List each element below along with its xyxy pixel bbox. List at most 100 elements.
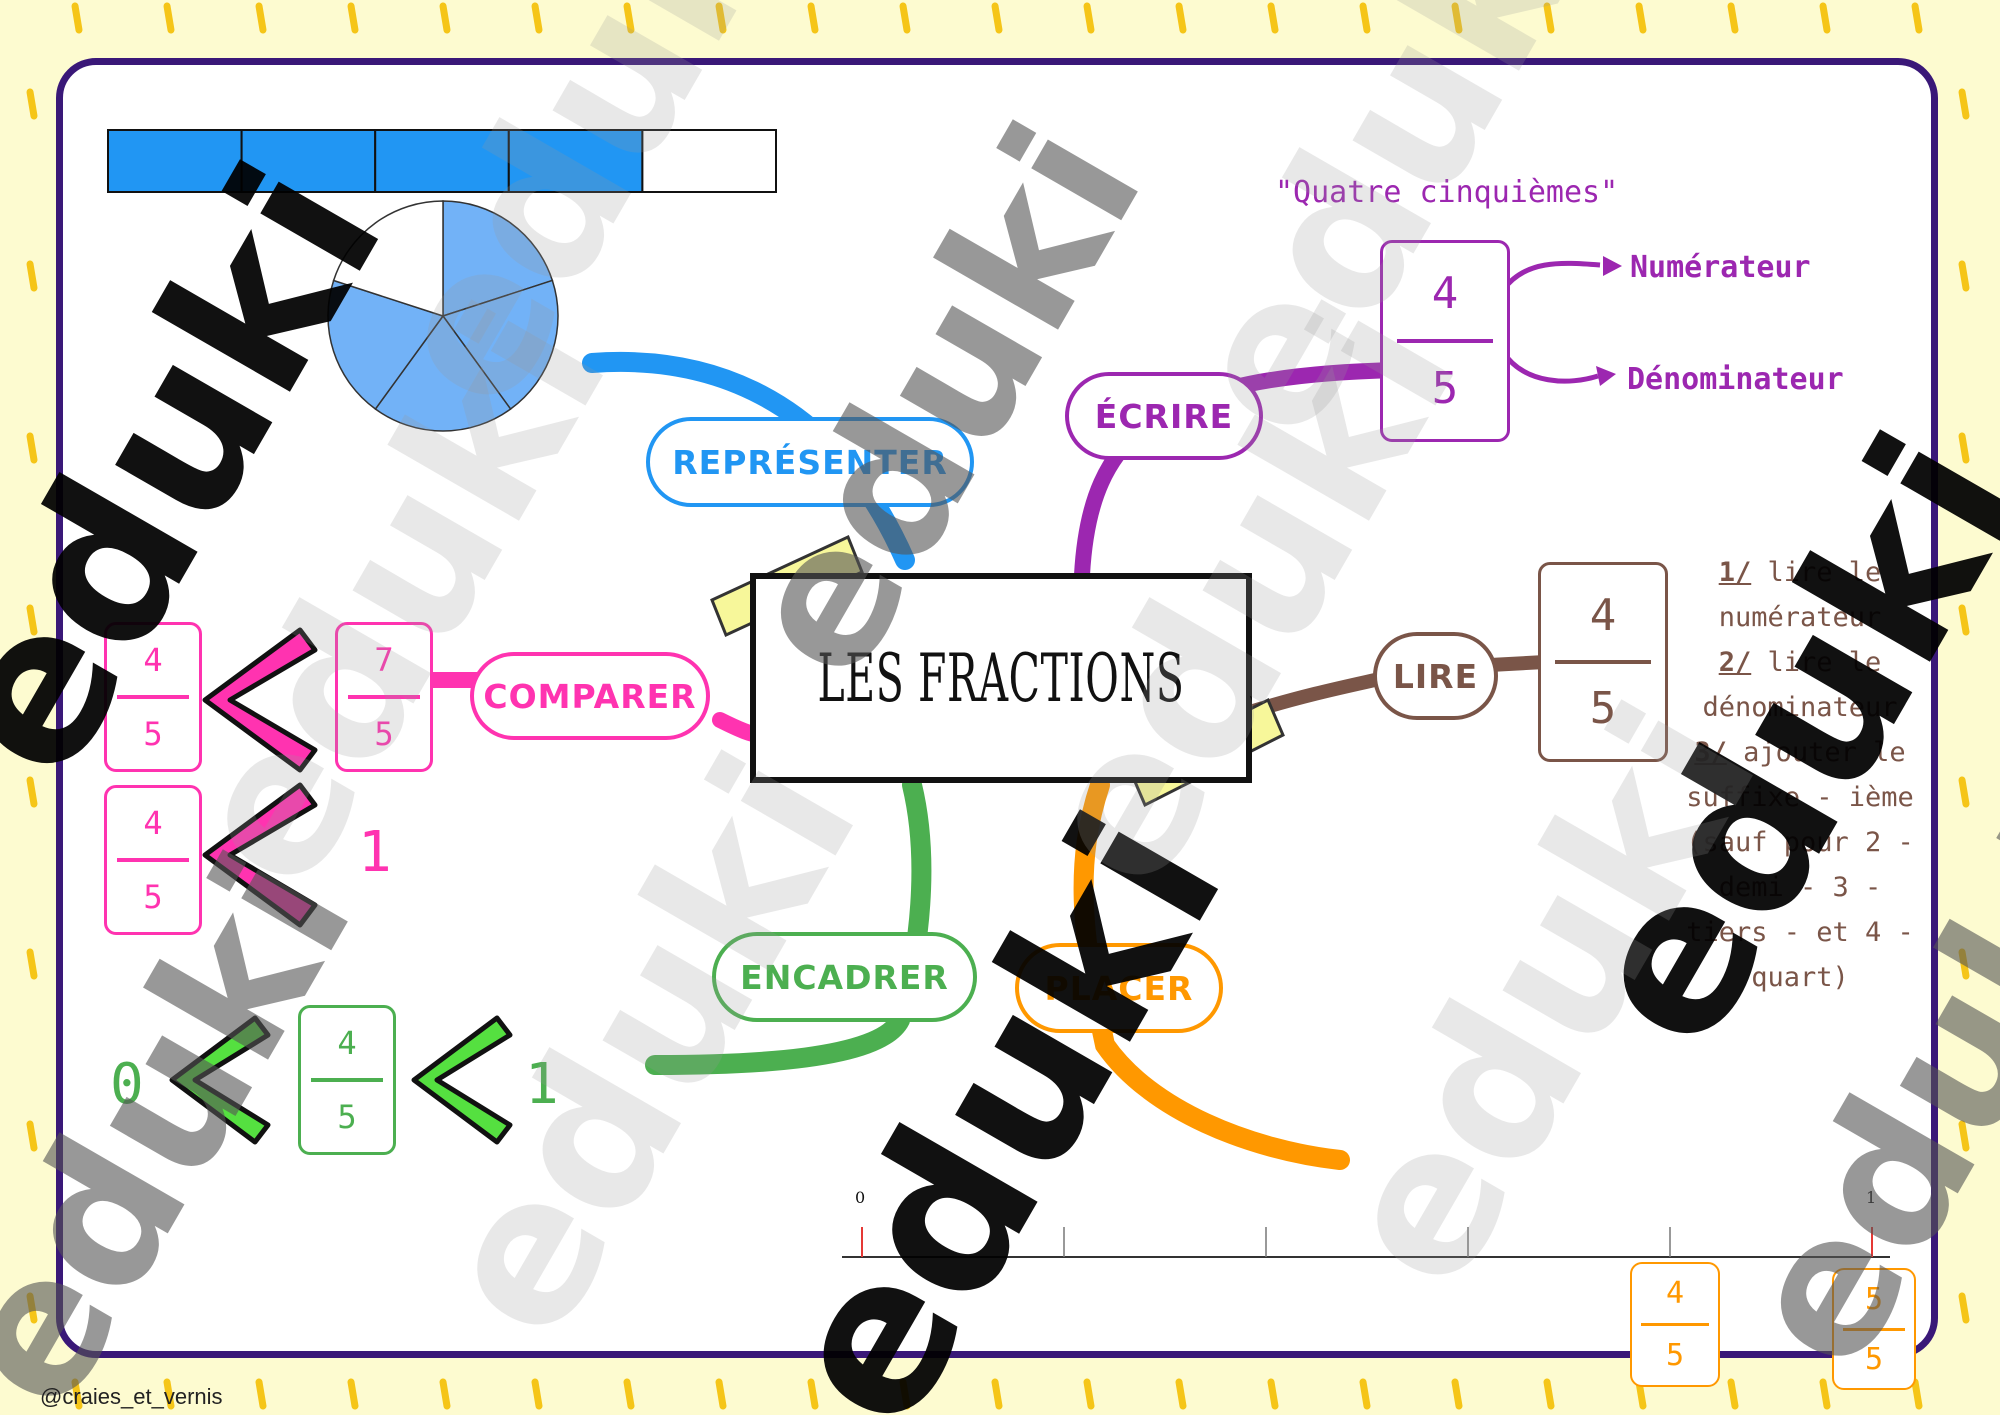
background-dash [1359, 1378, 1371, 1410]
comparer-fraction-right-1: 7 5 [335, 622, 433, 772]
fraction-bar [311, 1078, 383, 1082]
bar-part [641, 129, 778, 193]
background-dash [1958, 260, 1970, 292]
fraction-numerator: 4 [1589, 589, 1617, 641]
bar-part [107, 129, 243, 193]
background-dash [1819, 1378, 1831, 1410]
fraction-bar [348, 695, 420, 699]
background-dash [347, 2, 359, 34]
less-than-chevron-2 [202, 782, 318, 928]
background-dash [439, 2, 451, 34]
fraction-numerator: 4 [1431, 268, 1459, 319]
background-dash [26, 1292, 38, 1324]
lire-step-2: 2/ lire le dénominateur [1702, 647, 1898, 723]
background-dash [26, 604, 38, 636]
less-than-chevron-3 [169, 1015, 271, 1145]
background-dash [1267, 2, 1279, 34]
background-dash [255, 2, 267, 34]
background-dash [1451, 2, 1463, 34]
encadrer-low: 0 [110, 1052, 144, 1117]
ecrire-quote: "Quatre cinquièmes" [1275, 175, 1619, 210]
arrow-to-numerateur [1500, 260, 1601, 292]
background-dash [1359, 2, 1371, 34]
arrow-head-numerateur [1603, 256, 1622, 276]
background-dash [26, 1120, 38, 1152]
background-dash [1958, 1292, 1970, 1324]
branch-encadrer: ENCADRER [712, 932, 977, 1022]
background-dash [1958, 776, 1970, 808]
lire-step-1: 1/ lire le numérateur [1718, 557, 1882, 633]
background-dash [1083, 2, 1095, 34]
background-dash [623, 2, 635, 34]
background-dash [1958, 88, 1970, 120]
comparer-one: 1 [358, 820, 392, 885]
background-dash [163, 2, 175, 34]
bar-representation [107, 129, 778, 193]
comparer-fraction-left-1: 4 5 [104, 622, 202, 772]
background-dash [1911, 2, 1923, 34]
background-dash [1958, 432, 1970, 464]
ecrire-fraction: 4 5 [1380, 240, 1510, 442]
pie-slice [441, 279, 559, 411]
arrow-to-denominateur [1500, 350, 1599, 384]
background-dash [1819, 2, 1831, 34]
lire-step-3: 3/ ajouter le suffixe - ième (sauf pour … [1686, 737, 1914, 993]
comparer-fraction-left-2: 4 5 [104, 785, 202, 935]
branch-line-encadrer [645, 775, 932, 1075]
background-dash [623, 1378, 635, 1410]
pie-slice [332, 200, 444, 318]
bar-part [374, 129, 510, 193]
background-dash [531, 2, 543, 34]
background-dash [1543, 1378, 1555, 1410]
background-dash [1958, 948, 1970, 980]
pie-slice [327, 279, 445, 411]
placer-fraction-b: 5 5 [1832, 1268, 1916, 1390]
background-dash [26, 260, 38, 292]
background-dash [1267, 1378, 1279, 1410]
axis-end-label: 1 [1866, 1188, 1877, 1207]
fraction-denominator: 5 [1431, 363, 1459, 414]
background-dash [26, 88, 38, 120]
background-dash [807, 2, 819, 34]
fraction-bar [117, 695, 189, 699]
background-dash [1727, 1378, 1739, 1410]
author-credit: @craies_et_vernis [40, 1384, 223, 1409]
background-dash [1958, 604, 1970, 636]
branch-comparer: COMPARER [470, 652, 710, 740]
background-dash [531, 1378, 543, 1410]
lire-fraction: 4 5 [1538, 562, 1668, 762]
fraction-bar [1396, 339, 1494, 343]
arrow-head-denominateur [1596, 366, 1616, 386]
fraction-bar [1641, 1323, 1709, 1326]
background-dash [255, 1378, 267, 1410]
background-dash [26, 948, 38, 980]
background-dash [163, 1378, 175, 1410]
background-dash [715, 1378, 727, 1410]
background-dash [1175, 1378, 1187, 1410]
branch-placer: PLACER [1015, 943, 1223, 1033]
branch-ecrire: ÉCRIRE [1065, 372, 1263, 460]
axis-start-label: 0 [855, 1188, 866, 1207]
less-than-chevron-4 [411, 1015, 513, 1145]
background-dash [347, 1378, 359, 1410]
pie-slice [374, 314, 512, 432]
fraction-bar [1554, 659, 1652, 664]
background-dash [899, 1378, 911, 1410]
background-dash [1543, 2, 1555, 34]
fraction-bar [1842, 1327, 1906, 1331]
background-dash [26, 432, 38, 464]
numerateur-label: Numérateur [1630, 250, 1811, 285]
central-title-box: LES FRACTIONS [750, 573, 1252, 783]
fraction-bar [117, 858, 189, 862]
background-dash [1175, 2, 1187, 34]
bar-part [240, 129, 377, 193]
pie-representation [327, 200, 559, 432]
background-dash [1958, 1120, 1970, 1152]
background-dash [991, 1378, 1003, 1410]
background-dash [1727, 2, 1739, 34]
encadrer-fraction: 4 5 [298, 1005, 396, 1155]
encadrer-high: 1 [525, 1052, 559, 1117]
lire-steps: 1/ lire le numérateur 2/ lire le dénomin… [1680, 550, 1920, 1000]
background-dash [715, 2, 727, 34]
background-dash [1083, 1378, 1095, 1410]
